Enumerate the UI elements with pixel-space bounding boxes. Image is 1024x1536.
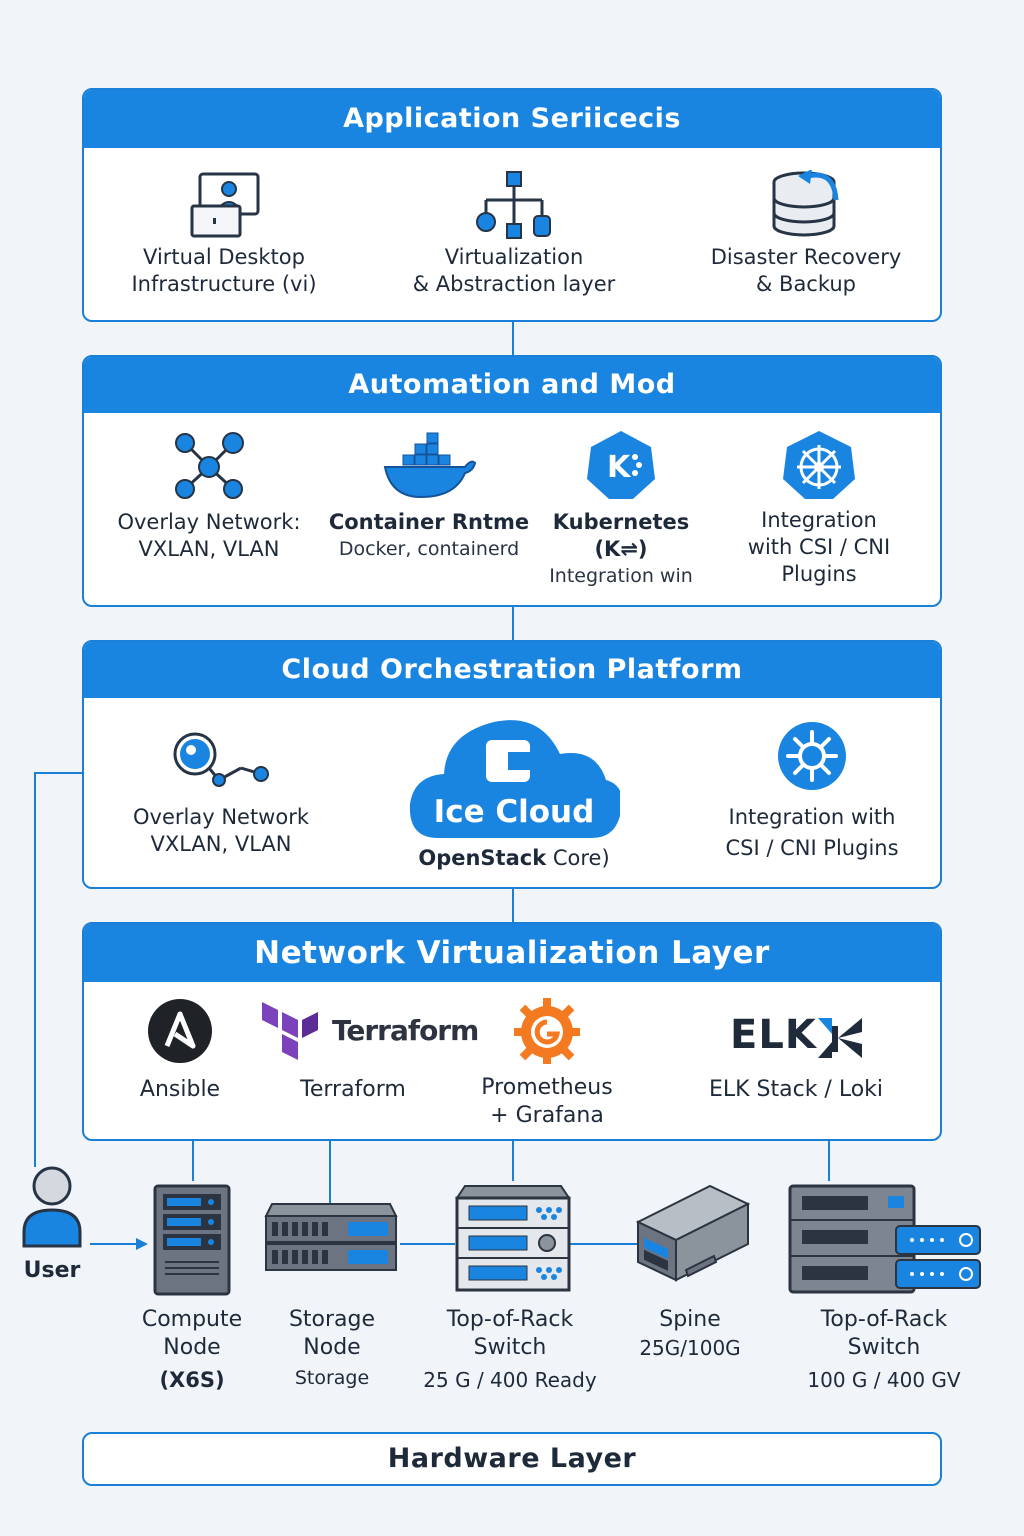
hierarchy-icon bbox=[476, 171, 551, 239]
hardware-layer-panel: Hardware Layer bbox=[82, 1432, 942, 1486]
item-label: Integration with CSI / CNI Plugins bbox=[747, 508, 891, 586]
terraform-item[interactable]: Terraform Terraform bbox=[254, 998, 479, 1103]
hw-title: Top-of-Rack Switch bbox=[446, 1307, 574, 1360]
connector-line bbox=[512, 607, 514, 640]
connector-line bbox=[512, 889, 514, 922]
item-label: Virtual Desktop Infrastructure (vi) bbox=[131, 245, 317, 296]
overlay-network-item[interactable]: Overlay Network: VXLAN, VLAN bbox=[104, 429, 314, 563]
overlay-network-item[interactable]: Overlay Network VXLAN, VLAN bbox=[114, 728, 328, 858]
cloud-sublabel: OpenStack Core) bbox=[394, 844, 634, 872]
item-label: Container Rntme bbox=[328, 510, 530, 534]
arrow-head-icon bbox=[136, 1238, 148, 1250]
network-nodes-icon bbox=[175, 432, 244, 499]
connector-line bbox=[192, 1141, 194, 1181]
grafana-logo-icon bbox=[514, 998, 580, 1064]
database-backup-icon bbox=[772, 170, 839, 237]
hw-sub: (X6S) bbox=[159, 1368, 225, 1392]
storage-node-item[interactable]: Storage Node Storage bbox=[252, 1306, 412, 1392]
spine-switch-icon bbox=[636, 1184, 750, 1282]
item-label: Ansible bbox=[139, 1077, 221, 1102]
item-sublabel: VXLAN, VLAN bbox=[150, 832, 292, 856]
terraform-wordmark: Terraform bbox=[332, 1014, 479, 1047]
server-rack-icon bbox=[153, 1184, 231, 1296]
kubernetes-k-icon: K bbox=[587, 431, 655, 499]
item-label: Overlay Network bbox=[133, 805, 309, 829]
network-virtualization-panel: Network Virtualization Layer Ansible Ter… bbox=[82, 922, 942, 1141]
switch-stack-icon bbox=[455, 1185, 571, 1292]
cloud-sub-bold: OpenStack bbox=[418, 846, 547, 870]
item-label: ELK Stack / Loki bbox=[708, 1077, 884, 1102]
item-label: Virtualization & Abstraction layer bbox=[412, 245, 616, 296]
item-label: Overlay Network: VXLAN, VLAN bbox=[117, 510, 301, 561]
application-services-panel: Application Seriicecis Virtual Desktop I… bbox=[82, 88, 942, 322]
hw-sub: 100 G / 400 GV bbox=[807, 1368, 961, 1392]
tor-switch-icon bbox=[788, 1184, 981, 1294]
elk-logo-icon: ELK bbox=[678, 998, 914, 1064]
hw-sub: 25G/100G bbox=[639, 1336, 741, 1360]
disaster-recovery-item[interactable]: Disaster Recovery & Backup bbox=[686, 170, 926, 298]
user-link-line bbox=[34, 772, 36, 1167]
cloud-name: Ice Cloud bbox=[433, 794, 595, 830]
connector-line bbox=[512, 322, 514, 355]
user-link-line bbox=[34, 772, 82, 774]
panel-title: Application Seriicecis bbox=[84, 90, 940, 148]
panel-title: Cloud Orchestration Platform bbox=[84, 642, 940, 698]
item-label: Terraform bbox=[300, 1077, 406, 1102]
orchestration-panel: Cloud Orchestration Platform Overlay Net… bbox=[82, 640, 942, 889]
storage-array-icon bbox=[264, 1203, 398, 1271]
tor-switch-2-item[interactable]: Top-of-Rack Switch 100 G / 400 GV bbox=[786, 1306, 982, 1394]
csi-cni-plugins-item[interactable]: Integration with CSI / CNI Plugins bbox=[696, 720, 928, 864]
connector-line bbox=[329, 1141, 331, 1203]
ansible-item[interactable]: Ansible bbox=[120, 998, 240, 1103]
connector-line bbox=[400, 1243, 455, 1245]
panel-title: Automation and Mod bbox=[84, 357, 940, 413]
hw-sub: 25 G / 400 Ready bbox=[423, 1368, 597, 1392]
helm-wheel-icon bbox=[783, 431, 855, 499]
docker-whale-icon bbox=[383, 432, 477, 499]
ice-cloud-item[interactable]: Ice Cloud OpenStack Core) bbox=[394, 708, 634, 872]
csi-cni-item[interactable]: Integration with CSI / CNI Plugins bbox=[714, 429, 924, 588]
vdi-item[interactable]: Virtual Desktop Infrastructure (vi) bbox=[104, 170, 344, 298]
user-icon bbox=[22, 1166, 82, 1248]
hw-sub: Storage bbox=[294, 1367, 370, 1389]
item-sublabel: Integration win bbox=[549, 565, 693, 587]
hw-title: Storage Node bbox=[288, 1307, 376, 1360]
user-node[interactable]: User bbox=[14, 1166, 90, 1283]
virtualization-item[interactable]: Virtualization & Abstraction layer bbox=[394, 170, 634, 298]
overlay-link-icon bbox=[173, 732, 269, 787]
automation-panel: Automation and Mod Overlay Network: VXLA… bbox=[82, 355, 942, 607]
hw-title: Top-of-Rack Switch bbox=[820, 1307, 948, 1360]
hw-title: Spine bbox=[659, 1307, 721, 1332]
connector-line bbox=[828, 1141, 830, 1181]
connector-line bbox=[512, 1141, 514, 1181]
hw-title: Compute Node bbox=[141, 1307, 243, 1360]
item-label: Disaster Recovery & Backup bbox=[710, 245, 902, 296]
elk-item[interactable]: ELK ELK Stack / Loki bbox=[678, 998, 914, 1103]
user-arrow-line bbox=[90, 1243, 138, 1245]
container-runtime-item[interactable]: Container Rntme Docker, containerd bbox=[324, 429, 534, 562]
panel-title: Network Virtualization Layer bbox=[84, 924, 940, 982]
svg-text:K: K bbox=[607, 450, 632, 485]
terraform-logo-icon: Terraform bbox=[254, 998, 479, 1064]
plugin-gear-icon bbox=[778, 722, 846, 790]
ice-cloud-icon: Ice Cloud bbox=[408, 708, 620, 842]
cloud-sub-rest: Core) bbox=[546, 846, 610, 870]
prometheus-grafana-item[interactable]: Prometheus + Grafana bbox=[454, 994, 640, 1130]
connector-line bbox=[570, 1243, 638, 1245]
elk-wordmark: ELK bbox=[730, 1012, 817, 1058]
vdi-monitor-icon bbox=[190, 172, 260, 238]
item-sublabel: Docker, containerd bbox=[338, 538, 520, 560]
spine-item[interactable]: Spine 25G/100G bbox=[620, 1306, 760, 1362]
compute-node-item[interactable]: Compute Node (X6S) bbox=[112, 1306, 272, 1394]
kubernetes-item[interactable]: K Kubernetes (K⇌) Integration win bbox=[516, 429, 726, 589]
tor-switch-item[interactable]: Top-of-Rack Switch 25 G / 400 Ready bbox=[412, 1306, 608, 1394]
item-label: Kubernetes (K⇌) bbox=[552, 510, 690, 561]
item-label: Prometheus + Grafana bbox=[481, 1075, 613, 1128]
item-label: Integration with CSI / CNI Plugins bbox=[725, 805, 899, 860]
user-label: User bbox=[23, 1258, 81, 1283]
ansible-logo-icon bbox=[148, 999, 212, 1063]
